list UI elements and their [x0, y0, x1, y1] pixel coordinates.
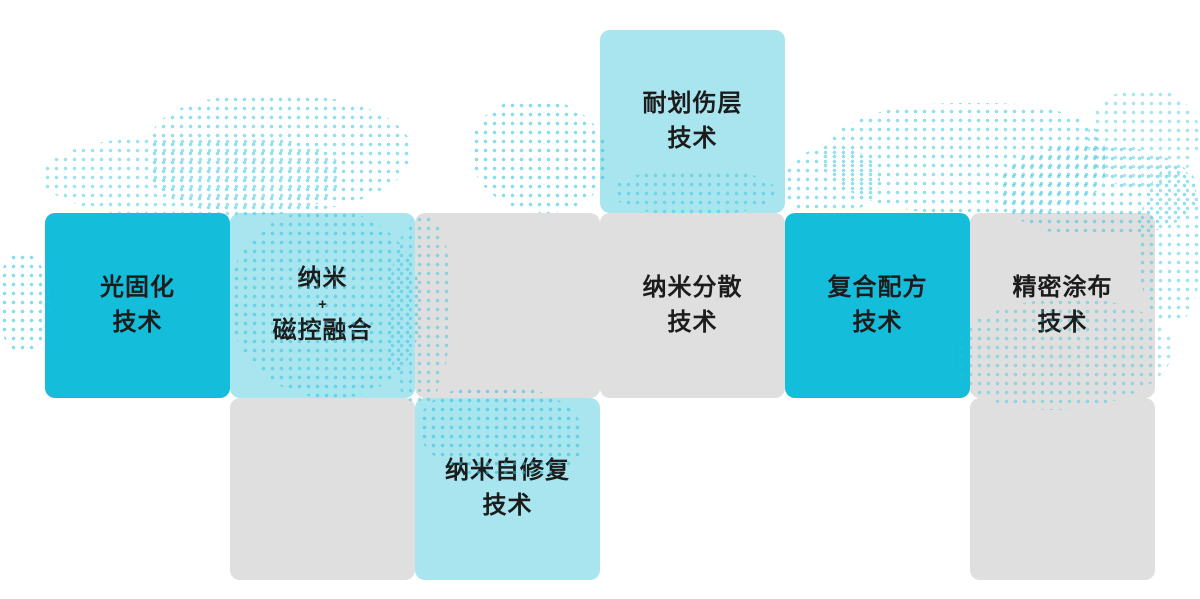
tile-nano-self-healing-tech: 纳米自修复 技术: [415, 398, 600, 580]
tile-label-composite-formula: 复合配方 技术: [827, 273, 928, 336]
tile-label-scratch-resistant: 耐划伤层 技术: [642, 89, 743, 152]
tile-nano-dispersion-tech: 纳米分散 技术: [600, 213, 785, 398]
tile-label-nano-self-healing: 纳米自修复 技术: [445, 457, 570, 519]
nano-magnetron-line-top: 纳米: [297, 265, 348, 293]
tile-composite-formula-tech: 复合配方 技术: [785, 213, 970, 398]
tile-precision-coating-tech: 精密涂布 技术: [970, 213, 1155, 398]
tile-empty: [415, 213, 600, 398]
tile-label-photo-curing: 光固化 技术: [100, 273, 175, 336]
tile-label-nano-magnetron: 纳米 + 磁控融合: [273, 262, 373, 348]
nano-magnetron-line-bottom: 磁控融合: [272, 316, 373, 344]
tile-empty: [230, 398, 415, 580]
tile-scratch-resistant-tech: 耐划伤层 技术: [600, 30, 785, 213]
map-dots-cluster: [0, 253, 50, 353]
tile-label-precision-coating: 精密涂布 技术: [1012, 273, 1113, 336]
plus-sign: +: [318, 296, 327, 314]
tile-photo-curing-tech: 光固化 技术: [45, 213, 230, 398]
tech-grid: 耐划伤层 技术 光固化 技术 纳米 + 磁控融合 纳米分散 技术 复合配方 技术…: [45, 30, 1155, 580]
tile-nano-magnetron-fusion-tech: 纳米 + 磁控融合: [230, 213, 415, 398]
tile-label-nano-dispersion: 纳米分散 技术: [642, 273, 743, 336]
tile-empty: [970, 398, 1155, 580]
